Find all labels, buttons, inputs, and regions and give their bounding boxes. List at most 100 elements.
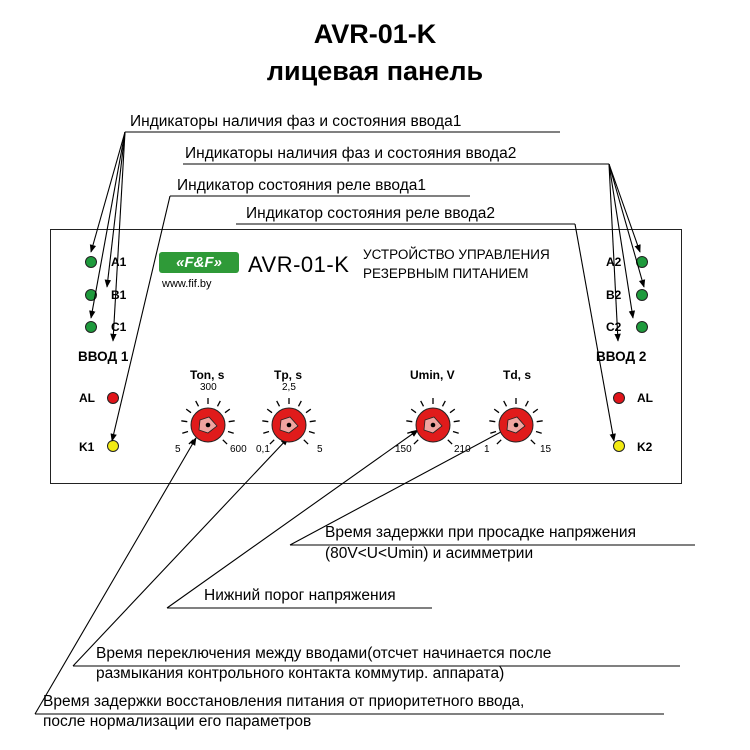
knob-td-max: 15 [540,444,552,455]
knob-tick [305,408,312,414]
knob-tick [222,439,228,445]
arrow-to-a1 [89,131,126,253]
knob-tp-max: 5 [317,444,323,455]
knob-tick [493,408,500,414]
knob-tick [447,439,453,445]
knob-tick [524,400,529,407]
callout-phase-indicators-1: Индикаторы наличия фаз и состояния ввода… [130,113,462,130]
knob-tp[interactable] [271,407,307,443]
led-c1 [85,321,97,333]
knob-tick [532,408,539,414]
callout-tp-line-1: Время переключения между вводами(отсчет … [96,645,552,662]
title-line-1: AVR-01-K [313,19,437,49]
knob-tp-label: Tp, s [274,368,303,382]
arrow-to-tp-knob [72,437,289,667]
label-input-1: ВВОД 1 [78,349,129,364]
knob-tick [410,408,417,414]
arrow-to-c2 [608,163,636,319]
label-al2: AL [637,391,653,405]
callout-umin: Нижний порог напряжения [204,587,396,604]
knob-tick [182,430,189,434]
knob-umin-min: 150 [395,444,412,455]
ff-logo: «F&F» [159,252,239,273]
knob-td[interactable] [498,407,534,443]
arrow-to-ton-knob [34,437,197,715]
arrow-to-b1 [104,131,126,288]
arrow-to-k2 [574,223,616,442]
led-al2 [613,392,625,404]
knob-tick [441,400,446,407]
callout-td-line-1: Время задержки при просадке напряжения [325,524,636,541]
panel-model-name: AVR-01-K [248,252,350,277]
knob-tick [489,420,496,423]
label-a1: A1 [111,255,127,269]
knob-tick [266,408,273,414]
title-line-2: лицевая панель [266,56,484,86]
knob-tick [449,408,456,414]
knob-tick [188,439,194,445]
callout-ton-line-2: после нормализации его параметров [43,713,312,730]
arrow-to-input2 [608,163,621,342]
knob-tick [308,430,315,434]
label-b2: B2 [606,288,622,302]
callout-ton-line-1: Время задержки восстановления питания от… [43,693,525,710]
knob-umin[interactable] [415,407,451,443]
knob-tp-min: 0,1 [256,444,270,455]
knob-tick [496,439,502,445]
callout-tp-line-2: размыкания контрольного контакта коммути… [96,665,505,682]
knob-ton[interactable] [190,407,226,443]
led-b1 [85,289,97,301]
website-text: www.fif.by [162,278,212,290]
led-k2 [613,440,625,452]
knob-tick [185,408,192,414]
arrow-to-td-knob [289,425,513,546]
knob-tick [303,439,309,445]
knob-umin-max: 210 [454,444,471,455]
knob-tick [420,400,425,407]
label-k2: K2 [637,440,653,454]
knob-tick [216,400,221,407]
knob-tick [536,420,543,423]
label-k1: K1 [79,440,95,454]
knob-td-label: Td, s [503,368,532,382]
arrow-to-c1 [89,131,126,319]
arrow-to-b2 [608,163,646,288]
knob-tick [195,400,200,407]
callout-relay-indicator-2: Индикатор состояния реле ввода2 [246,205,495,222]
callout-td-line-2: (80V<U<Umin) и асимметрии [325,545,534,562]
label-input-2: ВВОД 2 [596,349,647,364]
front-panel [50,229,682,484]
knob-td-min: 1 [484,444,490,455]
led-b2 [636,289,648,301]
led-a1 [85,256,97,268]
panel-description-line-2: РЕЗЕРВНЫМ ПИТАНИЕМ [363,266,529,281]
knob-scale-ticks [181,398,543,445]
knob-tick [309,420,316,423]
callout-phase-indicators-2: Индикаторы наличия фаз и состояния ввода… [185,145,517,162]
knob-tick [262,420,269,423]
led-c2 [636,321,648,333]
led-al1 [107,392,119,404]
knob-umin-label: Umin, V [410,368,455,382]
arrow-to-k1 [110,195,171,442]
knob-tick [452,430,459,434]
knob-tick [413,439,419,445]
knob-tick [535,430,542,434]
arrow-to-input1 [110,131,126,342]
knob-tick [276,400,281,407]
knob-tick [269,439,275,445]
knob-ton-mid: 300 [200,382,217,393]
knob-tick [406,420,413,423]
label-al1: AL [79,391,95,405]
arrow-to-a2 [608,163,641,253]
knob-tick [228,420,235,423]
knob-tick [530,439,536,445]
panel-description-line-1: УСТРОЙСТВО УПРАВЛЕНИЯ [363,247,550,262]
knob-tick [453,420,460,423]
knob-ton-label: Ton, s [190,368,225,382]
knob-ton-min: 5 [175,444,181,455]
callout-relay-indicator-1: Индикатор состояния реле ввода1 [177,177,426,194]
knob-tick [227,430,234,434]
